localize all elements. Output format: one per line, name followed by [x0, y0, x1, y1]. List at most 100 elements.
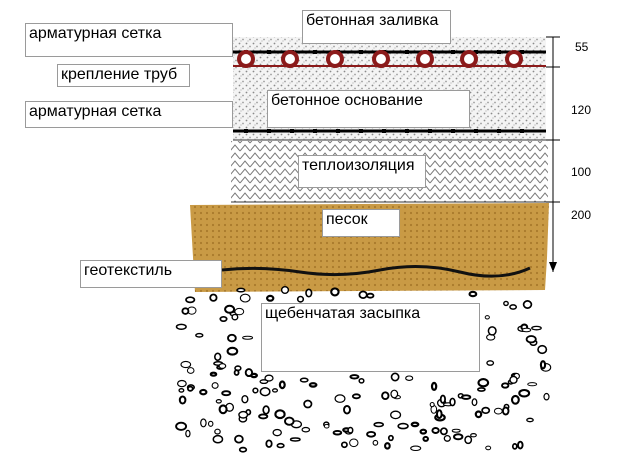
- gravel-stone: [200, 418, 207, 428]
- gravel-stone: [239, 293, 251, 303]
- rebar-joint: [520, 50, 524, 54]
- gravel-stone: [305, 288, 313, 298]
- rebar-joint: [497, 129, 501, 133]
- gravel-stone: [289, 437, 301, 442]
- gravel-stone: [233, 369, 240, 376]
- gravel-stone: [226, 346, 239, 356]
- rebar-joint: [428, 129, 432, 133]
- gravel-stone: [474, 410, 483, 419]
- gravel-stone: [484, 315, 490, 320]
- gravel-stone: [265, 439, 273, 448]
- gravel-stone: [410, 445, 422, 452]
- gravel-stone: [215, 398, 222, 404]
- rebar-joint: [290, 129, 294, 133]
- label-rebar-mesh-top: арматурная сетка: [25, 23, 233, 57]
- gravel-stone: [429, 401, 435, 408]
- rebar-joint: [497, 50, 501, 54]
- gravel-stone: [212, 434, 224, 444]
- heating-pipe: [326, 50, 344, 68]
- gravel-stone: [278, 380, 286, 390]
- rebar-joint: [451, 129, 455, 133]
- heating-pipe: [416, 50, 434, 68]
- heating-pipe: [372, 50, 390, 68]
- gravel-stone: [332, 429, 343, 436]
- gravel-stone: [340, 441, 348, 449]
- gravel-stone: [195, 332, 204, 338]
- gravel-stone: [241, 395, 249, 404]
- gravel-stone: [218, 363, 227, 370]
- gravel-stone: [485, 445, 492, 451]
- gravel-stone: [234, 434, 244, 444]
- gravel-stone: [517, 440, 524, 450]
- gravel-stone: [509, 375, 518, 384]
- dimension-base: 120: [571, 103, 592, 117]
- label-pipe-mount: крепление труб: [57, 64, 190, 87]
- rebar-joint: [267, 50, 271, 54]
- dimension-sand: 200: [571, 208, 592, 222]
- gravel-stone: [526, 417, 534, 423]
- gravel-stone: [347, 426, 354, 434]
- label-concrete-pour: бетонная заливка: [302, 10, 451, 44]
- gravel-stone: [439, 394, 446, 404]
- gravel-stone: [358, 377, 365, 384]
- gravel-stone: [481, 406, 491, 415]
- gravel-stone: [207, 420, 214, 427]
- gravel-stone: [272, 428, 282, 437]
- rebar-joint: [405, 50, 409, 54]
- gravel-stone: [227, 333, 237, 343]
- gravel-stone: [274, 409, 286, 420]
- gravel-stone: [439, 427, 448, 436]
- gravel-stone: [487, 326, 497, 336]
- gravel-stone: [211, 382, 219, 389]
- gravel-stone: [449, 397, 456, 407]
- gravel-stone: [284, 416, 295, 426]
- gravel-stone: [175, 421, 188, 431]
- heating-pipes: [237, 50, 523, 68]
- rebar-joint: [336, 129, 340, 133]
- gravel-stone: [244, 368, 254, 378]
- gravel-stone: [419, 428, 428, 435]
- gravel-stone: [387, 434, 394, 442]
- gravel-stone: [422, 435, 430, 442]
- gravel-stone: [436, 409, 443, 420]
- gravel-stone: [384, 442, 391, 450]
- gravel-stone: [238, 410, 249, 419]
- gravel-stone: [460, 394, 472, 400]
- gravel-stone: [451, 428, 461, 433]
- gravel-stone: [537, 344, 548, 355]
- gravel-stone: [501, 382, 510, 389]
- gravel-stone: [525, 335, 537, 344]
- gravel-stone: [308, 382, 318, 388]
- gravel-stone: [464, 435, 473, 445]
- gravel-stone: [178, 387, 185, 393]
- gravel-stone: [334, 394, 346, 403]
- label-rebar-mesh-bottom: арматурная сетка: [25, 101, 233, 128]
- gravel-stone: [259, 387, 271, 397]
- gravel-stone: [221, 390, 232, 397]
- gravel-stone: [503, 300, 509, 307]
- gravel-stone: [262, 405, 270, 415]
- gravel-stone: [296, 295, 305, 303]
- gravel-stone: [358, 290, 368, 299]
- gravel-stone: [271, 388, 279, 393]
- gravel-stone: [410, 421, 420, 428]
- gravel-stone: [366, 292, 375, 299]
- gravel-stone: [476, 387, 486, 392]
- gravel-stone: [187, 385, 194, 392]
- gravel-stone: [366, 430, 377, 438]
- gravel-stone: [224, 304, 236, 314]
- heating-pipe: [237, 50, 255, 68]
- gravel-stone: [543, 392, 550, 401]
- gravel-stone: [209, 371, 218, 377]
- rebar-joint: [267, 129, 271, 133]
- gravel-stone: [238, 446, 248, 453]
- heating-pipe: [505, 50, 523, 68]
- gravel-stone: [234, 307, 245, 316]
- gravel-stone: [178, 395, 187, 405]
- rebar-joint: [244, 129, 248, 133]
- gravel-stone: [218, 404, 228, 415]
- gravel-stone: [373, 421, 385, 428]
- gravel-stone: [175, 323, 187, 330]
- gravel-fill: [175, 286, 552, 453]
